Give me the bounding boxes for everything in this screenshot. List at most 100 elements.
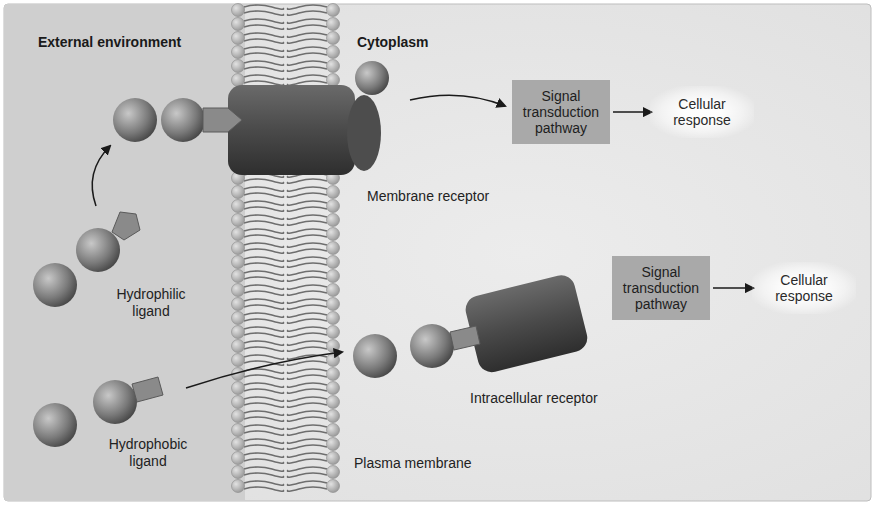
intracellular-receptor-body: [463, 272, 591, 375]
part-label: Hydrophilic ligand: [108, 286, 194, 320]
region-title-holder: Cytoplasm: [357, 34, 429, 51]
node-text: Signal transduction pathway: [518, 88, 604, 136]
node-text: Cellular response: [658, 96, 746, 128]
lipid-head: [232, 452, 245, 465]
ligand-sphere: [113, 98, 157, 142]
lipid-tail: [244, 397, 284, 401]
receptor-sphere: [355, 61, 389, 95]
lipid-head: [232, 214, 245, 227]
lipid-head: [327, 382, 340, 395]
process-box: Signal transduction pathway: [612, 256, 710, 320]
lipid-tail: [244, 277, 284, 281]
lipid-tail: [244, 47, 284, 51]
lipid-tail: [287, 299, 327, 303]
lipid-head: [327, 32, 340, 45]
lipid-tail: [287, 417, 327, 421]
lipid-tail: [287, 207, 327, 211]
ligand-head: [112, 212, 140, 240]
lipid-head: [327, 326, 340, 339]
lipid-tail: [244, 319, 284, 323]
lipid-tail: [287, 221, 327, 225]
lipid-tail: [244, 445, 284, 449]
lipid-bilayer: [232, 4, 340, 493]
lipid-tail: [287, 67, 327, 71]
lipid-tail: [287, 33, 327, 37]
lipid-head: [327, 410, 340, 423]
receptor-lobe: [347, 95, 381, 171]
lipid-tail: [244, 383, 284, 387]
lipid-head: [327, 186, 340, 199]
lipid-head: [232, 200, 245, 213]
lipid-tail: [244, 243, 284, 247]
lipid-tail: [287, 285, 327, 289]
lipid-head: [232, 382, 245, 395]
lipid-tail: [287, 341, 327, 345]
lipid-head: [232, 438, 245, 451]
lipid-tail: [244, 285, 284, 289]
lipid-tail: [244, 5, 284, 9]
lipid-head: [232, 284, 245, 297]
lipid-head: [327, 452, 340, 465]
lipid-head: [232, 256, 245, 269]
node-text: Cellular response: [760, 272, 848, 304]
lipid-head: [327, 368, 340, 381]
lipid-tail: [244, 61, 284, 65]
lipid-head: [327, 214, 340, 227]
lipid-tail: [287, 11, 327, 15]
lipid-tail: [287, 39, 327, 43]
cytoplasm-ground: [4, 4, 871, 501]
lipid-tail: [244, 425, 284, 429]
lipid-tail: [287, 375, 327, 379]
lipid-tail: [244, 467, 284, 471]
lipid-tail: [244, 403, 284, 407]
process-box: Signal transduction pathway: [512, 80, 610, 144]
diffusion-arrow: [186, 352, 342, 388]
lipid-tail: [244, 459, 284, 463]
lipid-tail: [287, 473, 327, 477]
lipid-head: [232, 186, 245, 199]
lipid-tail: [244, 179, 284, 183]
lipid-tail: [244, 347, 284, 351]
lipid-tail: [287, 263, 327, 267]
lipid-tail: [244, 305, 284, 309]
ligand-sphere: [353, 334, 397, 378]
ligand-head: [203, 108, 242, 132]
lipid-tail: [287, 439, 327, 443]
lipid-tail: [244, 53, 284, 57]
lipid-tail: [287, 75, 327, 79]
ligand-sphere: [410, 324, 454, 368]
lipid-tail: [287, 319, 327, 323]
lipid-head: [327, 340, 340, 353]
lipid-tail: [287, 19, 327, 23]
lipid-tail: [287, 179, 327, 183]
lipid-tail: [244, 487, 284, 491]
lipid-tail: [287, 425, 327, 429]
ligand-sphere: [33, 263, 77, 307]
lipid-head: [327, 424, 340, 437]
lipid-tail: [244, 215, 284, 219]
lipid-tail: [244, 19, 284, 23]
lipid-tail: [287, 235, 327, 239]
lipid-tail: [244, 411, 284, 415]
membrane-receptor-body: [228, 85, 355, 175]
lipid-tail: [244, 67, 284, 71]
lipid-tail: [244, 271, 284, 275]
lipid-head: [232, 354, 245, 367]
lipid-tail: [244, 431, 284, 435]
lipid-tail: [244, 235, 284, 239]
lipid-tail: [244, 291, 284, 295]
lipid-tail: [244, 355, 284, 359]
lipid-head: [327, 242, 340, 255]
lipid-head: [232, 18, 245, 31]
lipid-tail: [244, 187, 284, 191]
intracellular-receptor: [463, 272, 591, 375]
ligand-sphere: [33, 403, 77, 447]
lipid-tail: [287, 271, 327, 275]
lipid-head: [327, 438, 340, 451]
lipid-tail: [287, 431, 327, 435]
part-label-holder: Membrane receptor: [367, 188, 489, 205]
part-label-holder: Hydrophobic ligand: [100, 436, 196, 470]
lipid-tail: [244, 481, 284, 485]
